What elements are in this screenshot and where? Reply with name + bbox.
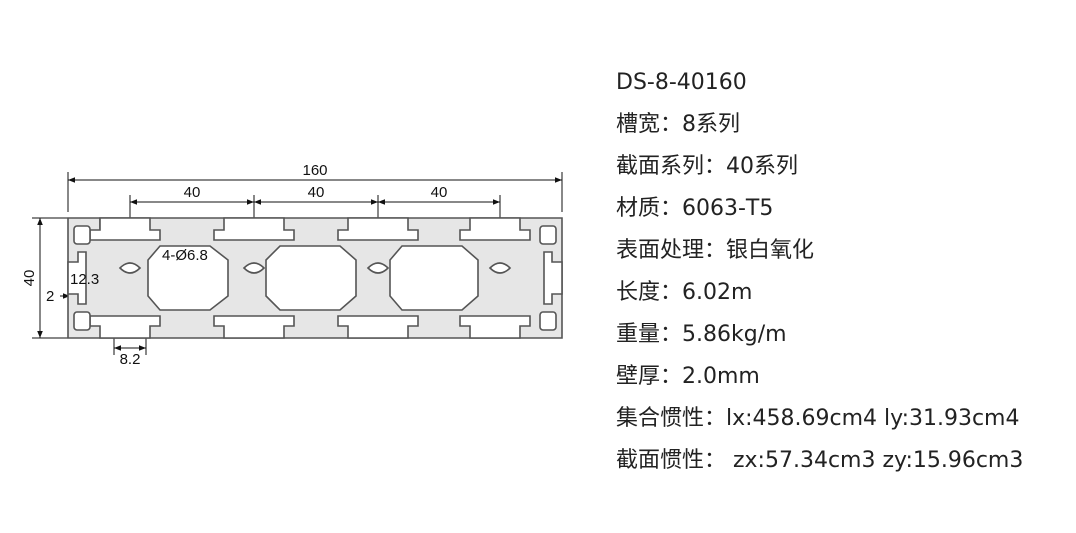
profile-slots — [67, 217, 563, 339]
spec-weight: 重量：5.86kg/m — [616, 322, 787, 347]
dim-height: 40 — [21, 270, 38, 287]
spec-material: 材质：6063-T5 — [616, 196, 774, 221]
spec-list: DS-8-40160 槽宽：8系列 截面系列：40系列 材质：6063-T5 表… — [616, 62, 1023, 482]
spec-moment-of-inertia: 集合惯性：lx:458.69cm4 ly:31.93cm4 — [616, 406, 1020, 431]
spec-section-series: 截面系列：40系列 — [616, 154, 798, 179]
dim-pitch-1: 40 — [184, 184, 201, 201]
dim-wall: 2 — [46, 288, 54, 305]
dim-overall-width: 160 — [302, 162, 327, 179]
dim-slot: 8.2 — [120, 351, 141, 368]
dim-hole: 4-Ø6.8 — [162, 247, 208, 264]
profile-cross-section-drawing: 160 40 40 40 40 4-Ø6.8 12.3 2 8.2 — [21, 162, 563, 368]
spec-wall-thickness: 壁厚：2.0mm — [616, 364, 760, 389]
spec-length: 长度：6.02m — [616, 280, 753, 305]
dim-offset: 12.3 — [70, 271, 99, 288]
spec-slot-width: 槽宽：8系列 — [616, 112, 740, 137]
dim-pitch-3: 40 — [431, 184, 448, 201]
dim-pitch-2: 40 — [308, 184, 325, 201]
spec-model: DS-8-40160 — [616, 70, 747, 95]
spec-surface-treatment: 表面处理：银白氧化 — [616, 238, 815, 263]
spec-section-modulus: 截面惯性： zx:57.34cm3 zy:15.96cm3 — [616, 448, 1024, 473]
